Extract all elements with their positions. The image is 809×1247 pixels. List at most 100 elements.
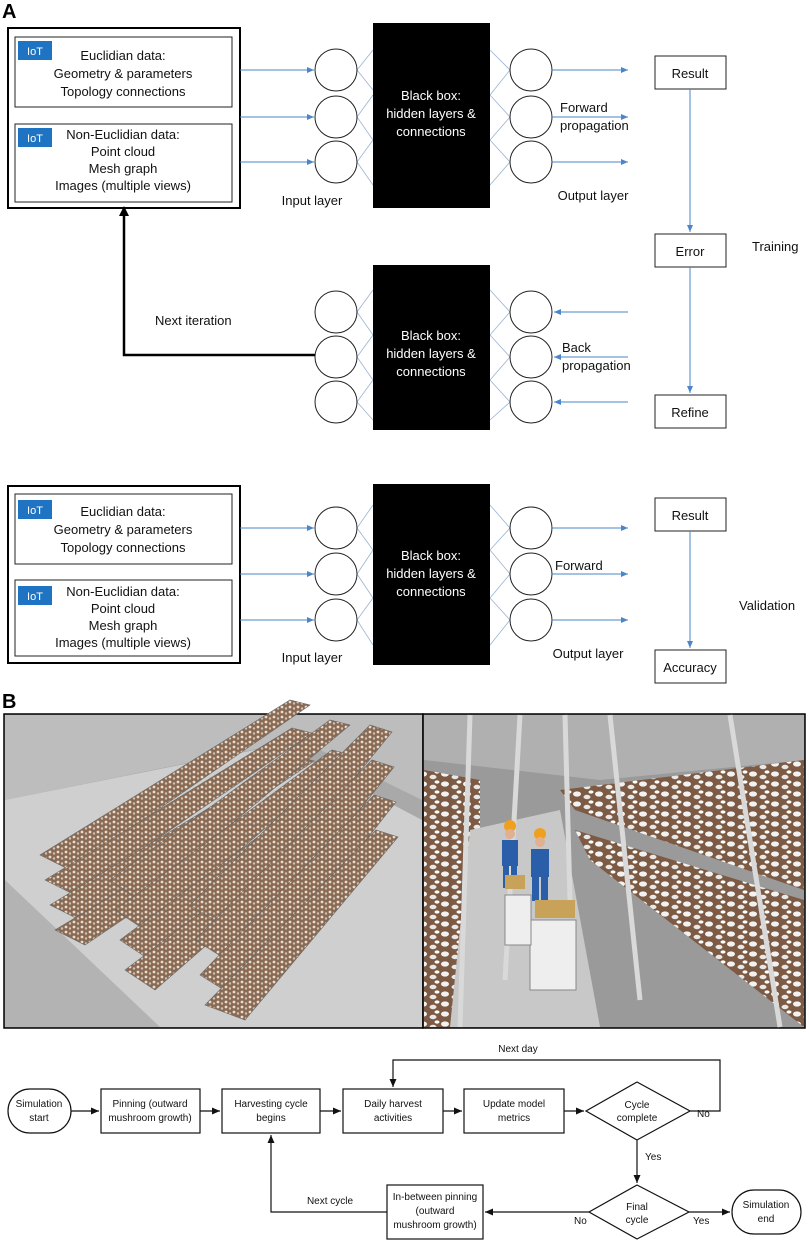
harvest-cart <box>529 919 577 991</box>
refine-box <box>654 394 727 429</box>
output-node <box>509 140 553 184</box>
next-day-loop <box>389 1059 721 1112</box>
final-cycle-label: cycle <box>626 1215 649 1226</box>
validation-input-block: IoT Euclidian data: Geometry & parameter… <box>7 485 241 664</box>
back-propagation-label: propagation <box>562 358 631 373</box>
pinning-label: Pinning (outward <box>112 1099 187 1110</box>
refine-label: Refine <box>671 405 709 420</box>
pinning-label: mushroom growth) <box>108 1113 191 1124</box>
simulation-start-node <box>7 1088 72 1134</box>
next-iteration-path <box>122 212 315 357</box>
panel-b-label: B <box>2 691 16 713</box>
next-cycle-label: Next cycle <box>307 1196 354 1207</box>
blackbox-line: Black box: <box>401 328 461 343</box>
yes-label: Yes <box>645 1152 661 1163</box>
val-output-node <box>509 552 553 596</box>
non-euclidean-line: Mesh graph <box>89 161 158 176</box>
val-input-layer-label: Input layer <box>282 650 343 665</box>
blackbox-line: connections <box>396 124 466 139</box>
farm-overview-image <box>3 699 424 1029</box>
error-label: Error <box>676 244 706 259</box>
accuracy-label: Accuracy <box>663 660 717 675</box>
blackbox-line: hidden layers & <box>386 566 476 581</box>
blackbox-line: connections <box>396 584 466 599</box>
euclidean-line: Geometry & parameters <box>54 522 193 537</box>
non-euclidean-line: Point cloud <box>91 144 155 159</box>
harvest-workers-image <box>422 713 806 1029</box>
iot-badge-label: IoT <box>27 505 43 517</box>
crate <box>535 900 575 918</box>
next-iteration-arrowhead <box>119 206 129 216</box>
forward-blackbox <box>373 23 490 208</box>
blackbox-line: Black box: <box>401 548 461 563</box>
input-node <box>314 140 358 184</box>
val-input-node <box>314 506 358 550</box>
blackbox-line: connections <box>396 364 466 379</box>
iot-badge <box>18 500 52 519</box>
iot-badge <box>18 41 52 60</box>
non-euclidean-title: Non-Euclidian data: <box>66 584 179 599</box>
euclidean-line: Topology connections <box>60 84 186 99</box>
euclidean-line: Topology connections <box>60 540 186 555</box>
backward-connections <box>356 289 511 421</box>
val-output-node <box>509 598 553 642</box>
in-between-label: mushroom growth) <box>393 1220 476 1231</box>
panel-a-label: A <box>2 1 16 23</box>
non-euclidean-line: Point cloud <box>91 601 155 616</box>
simulation-end-label: Simulation <box>743 1200 790 1211</box>
blackbox-line: hidden layers & <box>386 346 476 361</box>
daily-harvest-node <box>342 1088 444 1134</box>
val-result-label: Result <box>672 508 709 523</box>
in-between-label: (outward <box>416 1206 455 1217</box>
update-metrics-label: metrics <box>498 1113 530 1124</box>
simulation-start-label: start <box>29 1113 49 1124</box>
euclidean-title: Euclidian data: <box>80 504 165 519</box>
yes-label: Yes <box>693 1216 709 1227</box>
output-node <box>509 95 553 139</box>
no-label: No <box>574 1216 587 1227</box>
back-input-node <box>314 380 358 424</box>
output-layer-label: Output layer <box>558 188 629 203</box>
back-input-node <box>314 290 358 334</box>
val-output-layer-label: Output layer <box>553 646 624 661</box>
val-output-node <box>509 506 553 550</box>
input-node <box>314 48 358 92</box>
validation-blackbox <box>373 484 490 665</box>
harvest-begins-label: Harvesting cycle <box>234 1099 308 1110</box>
accuracy-box <box>654 649 727 684</box>
in-between-pinning-node <box>386 1184 484 1240</box>
non-euclidean-line: Images (multiple views) <box>55 635 191 650</box>
training-label: Training <box>752 239 798 254</box>
validation-label: Validation <box>739 598 795 613</box>
non-euclidean-line: Mesh graph <box>89 618 158 633</box>
cycle-complete-label: complete <box>617 1113 658 1124</box>
euclidean-line: Geometry & parameters <box>54 66 193 81</box>
simulation-start-label: Simulation <box>16 1099 63 1110</box>
cycle-complete-label: Cycle <box>624 1100 649 1111</box>
pinning-node <box>100 1088 201 1134</box>
non-euclidean-line: Images (multiple views) <box>55 178 191 193</box>
worker-figure <box>531 828 549 901</box>
no-label: No <box>697 1109 710 1120</box>
daily-harvest-label: activities <box>374 1113 412 1124</box>
blackbox-line: hidden layers & <box>386 106 476 121</box>
result-label: Result <box>672 66 709 81</box>
val-result-box <box>654 497 727 532</box>
final-cycle-decision <box>587 1184 691 1240</box>
next-iteration-label: Next iteration <box>155 313 232 328</box>
update-metrics-label: Update model <box>483 1099 545 1110</box>
final-cycle-label: Final <box>626 1202 648 1213</box>
next-cycle-path <box>267 1135 387 1213</box>
crate <box>505 875 525 889</box>
val-input-node <box>314 598 358 642</box>
forward-connections <box>356 49 511 186</box>
simulation-end-node <box>731 1189 802 1235</box>
harvest-cart <box>504 894 532 946</box>
result-box <box>654 55 727 90</box>
harvest-begins-node <box>221 1088 321 1134</box>
forward-propagation-label: Forward <box>560 100 608 115</box>
next-day-label: Next day <box>498 1044 537 1055</box>
iot-badge-label: IoT <box>27 591 43 603</box>
euclidean-title: Euclidian data: <box>80 48 165 63</box>
back-output-node <box>509 335 553 379</box>
